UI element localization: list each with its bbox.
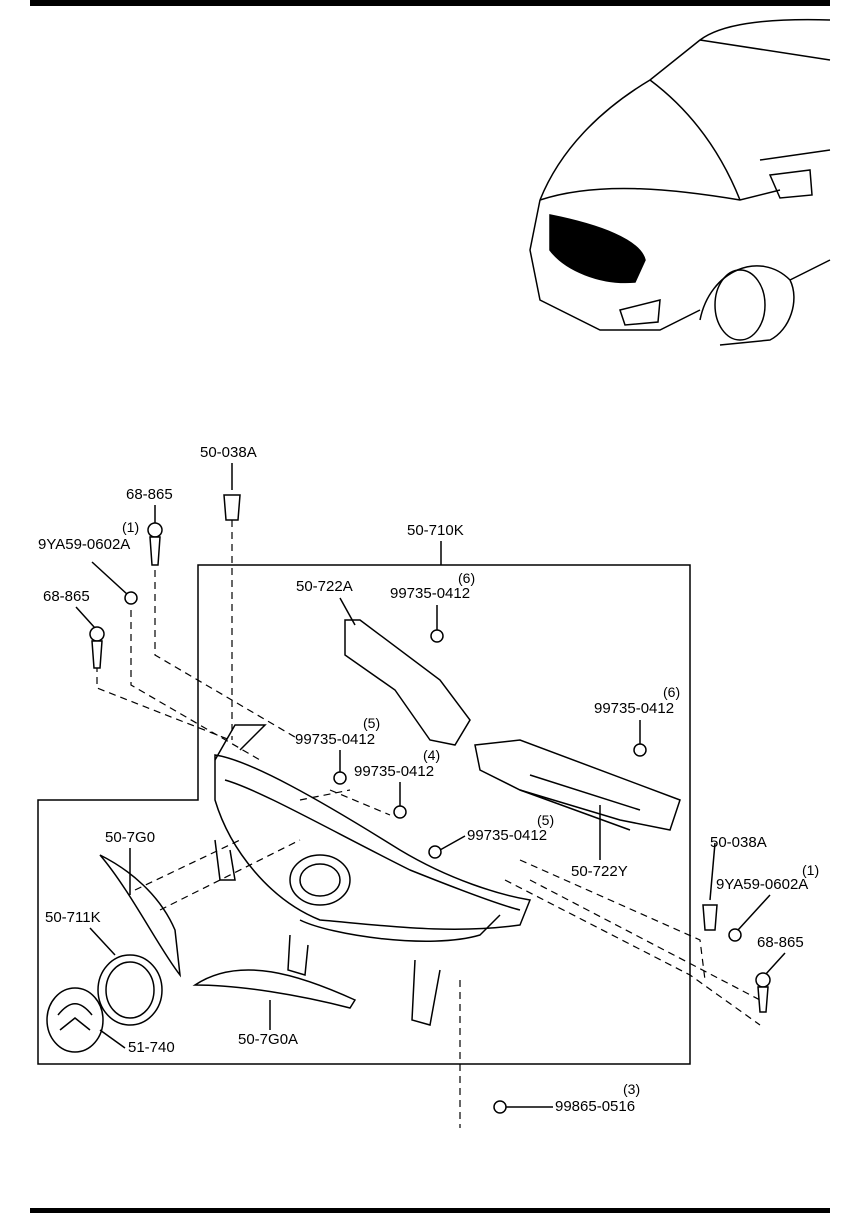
radiator-grille xyxy=(214,724,532,1026)
label-99735-0412-d: 99735-0412 xyxy=(354,763,435,780)
bracket-50-722Y xyxy=(474,739,681,831)
qty-99735-a: (6) xyxy=(458,570,476,586)
label-99735-0412-b: 99735-0412 xyxy=(594,700,675,717)
label-50-722Y: 50-722Y xyxy=(571,863,628,880)
qty-9YA59-right: (1) xyxy=(802,862,820,878)
label-9YA59-0602A-right: 9YA59-0602A xyxy=(716,876,809,893)
bracket-lattice xyxy=(519,774,641,831)
label-50-722A: 50-722A xyxy=(296,578,353,595)
molding-50-7G0A xyxy=(192,969,357,1009)
label-51-740: 51-740 xyxy=(128,1039,175,1056)
label-68-865-a: 68-865 xyxy=(126,486,173,503)
label-50-038A-right: 50-038A xyxy=(710,834,767,851)
qty-99735-e: (5) xyxy=(537,812,555,828)
emblem-51-740 xyxy=(46,987,104,1053)
label-68-865-c: 68-865 xyxy=(757,934,804,951)
label-99735-0412-a: 99735-0412 xyxy=(390,585,471,602)
fasteners xyxy=(89,494,771,1114)
top-border xyxy=(30,0,830,6)
label-50-711K: 50-711K xyxy=(45,909,101,926)
bracket-50-722A xyxy=(344,619,471,746)
qty-9YA59-left: (1) xyxy=(122,519,140,535)
qty-99735-b: (6) xyxy=(663,684,681,700)
molding-50-7G0 xyxy=(99,854,182,978)
label-50-7G0A: 50-7G0A xyxy=(238,1031,299,1048)
label-68-865-b: 68-865 xyxy=(43,588,90,605)
label-50-038A-top: 50-038A xyxy=(200,444,257,461)
qty-99865: (3) xyxy=(623,1081,641,1097)
vehicle-illustration xyxy=(529,18,831,346)
assembly-frame xyxy=(37,564,691,1065)
bottom-border xyxy=(30,1208,830,1213)
label-50-710K: 50-710K xyxy=(407,522,464,539)
label-50-7G0: 50-7G0 xyxy=(105,829,156,846)
leader-lines xyxy=(75,463,786,1108)
dashed-guides xyxy=(96,520,761,1128)
emblem-ring-50-711K xyxy=(97,954,163,1026)
label-99735-0412-e: 99735-0412 xyxy=(467,827,548,844)
qty-99735-c: (5) xyxy=(363,715,381,731)
label-99865-0516: 99865-0516 xyxy=(555,1098,636,1115)
label-9YA59-0602A-left: 9YA59-0602A xyxy=(38,536,131,553)
label-99735-0412-c: 99735-0412 xyxy=(295,731,376,748)
qty-99735-d: (4) xyxy=(423,747,441,763)
